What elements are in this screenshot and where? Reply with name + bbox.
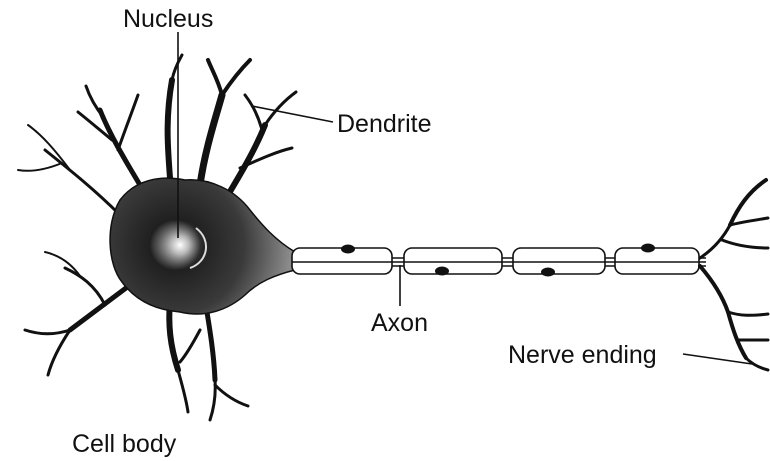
nerve-ending-leader [683, 354, 752, 364]
myelin-sheath [513, 248, 605, 274]
schwann-nucleus [641, 244, 655, 253]
nucleus-label: Nucleus [123, 5, 213, 33]
dendrite-leader [252, 106, 333, 122]
nerve-ending-label: Nerve ending [508, 341, 657, 369]
axon-shape [292, 244, 706, 277]
schwann-nucleus [435, 267, 449, 276]
dendrite-label: Dendrite [337, 110, 432, 138]
schwann-nucleus [541, 268, 555, 277]
myelin-sheath [292, 248, 392, 274]
axon-label: Axon [371, 309, 428, 337]
schwann-nucleus [341, 245, 355, 254]
cell-body-label: Cell body [72, 430, 177, 458]
nerve-ending-branches [700, 180, 768, 370]
myelin-sheath [615, 248, 699, 274]
myelin-sheath [404, 248, 502, 274]
